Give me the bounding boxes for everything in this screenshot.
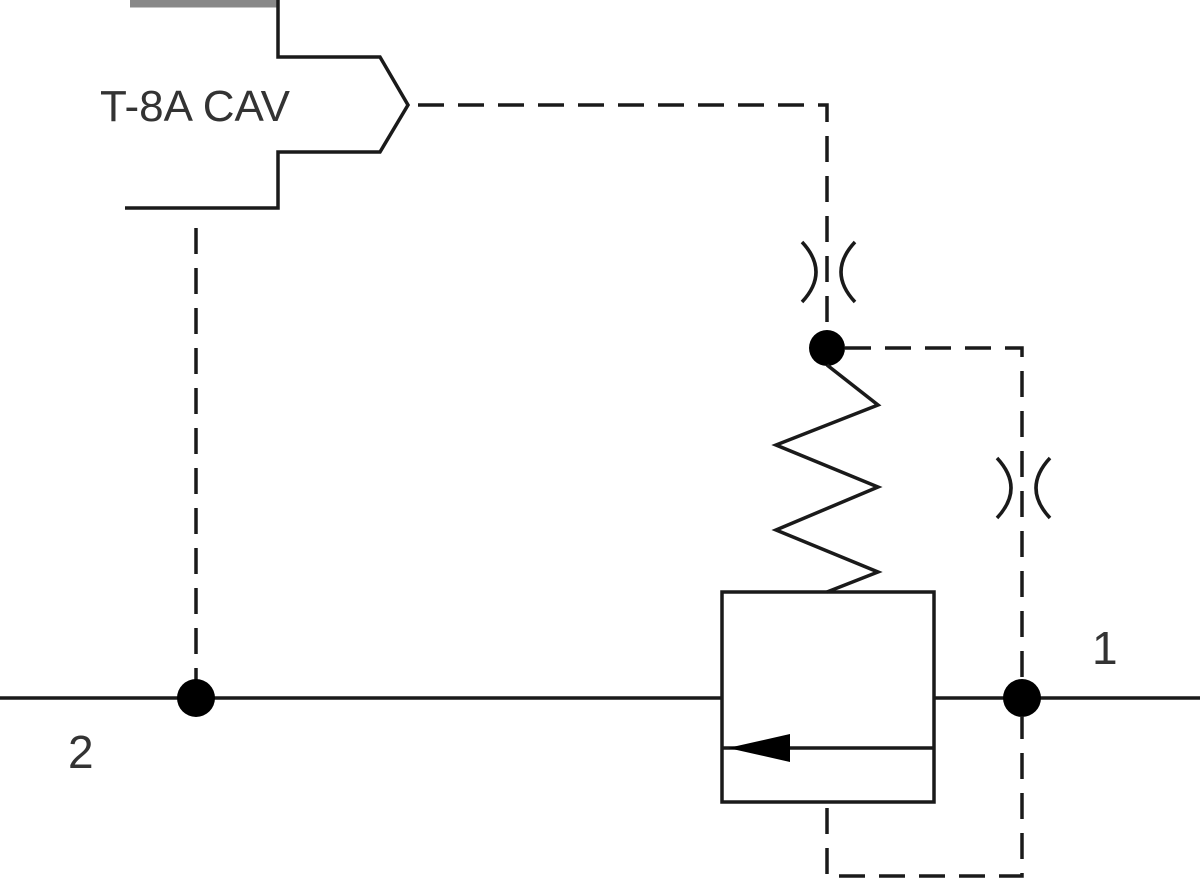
junction-dot-port2	[177, 679, 215, 717]
cavity-pilot-line	[418, 103, 829, 348]
junction-dot-upper	[809, 330, 845, 366]
port-1-label: 1	[1092, 622, 1118, 674]
junction-dot-port1	[1003, 679, 1041, 717]
orifice-upper	[800, 240, 857, 304]
valve-body	[720, 590, 936, 804]
orifice-right	[995, 456, 1052, 520]
bottom-pilot-line	[825, 716, 1024, 878]
cavity-label: T-8A CAV	[100, 82, 291, 131]
valve-spring	[771, 363, 883, 594]
cavity-symbol: T-8A CAV	[100, 0, 411, 210]
flow-arrow	[728, 734, 790, 762]
cavity-outline	[125, 0, 411, 210]
port-2-label: 2	[68, 726, 94, 778]
sensing-pilot-line	[845, 346, 1024, 690]
